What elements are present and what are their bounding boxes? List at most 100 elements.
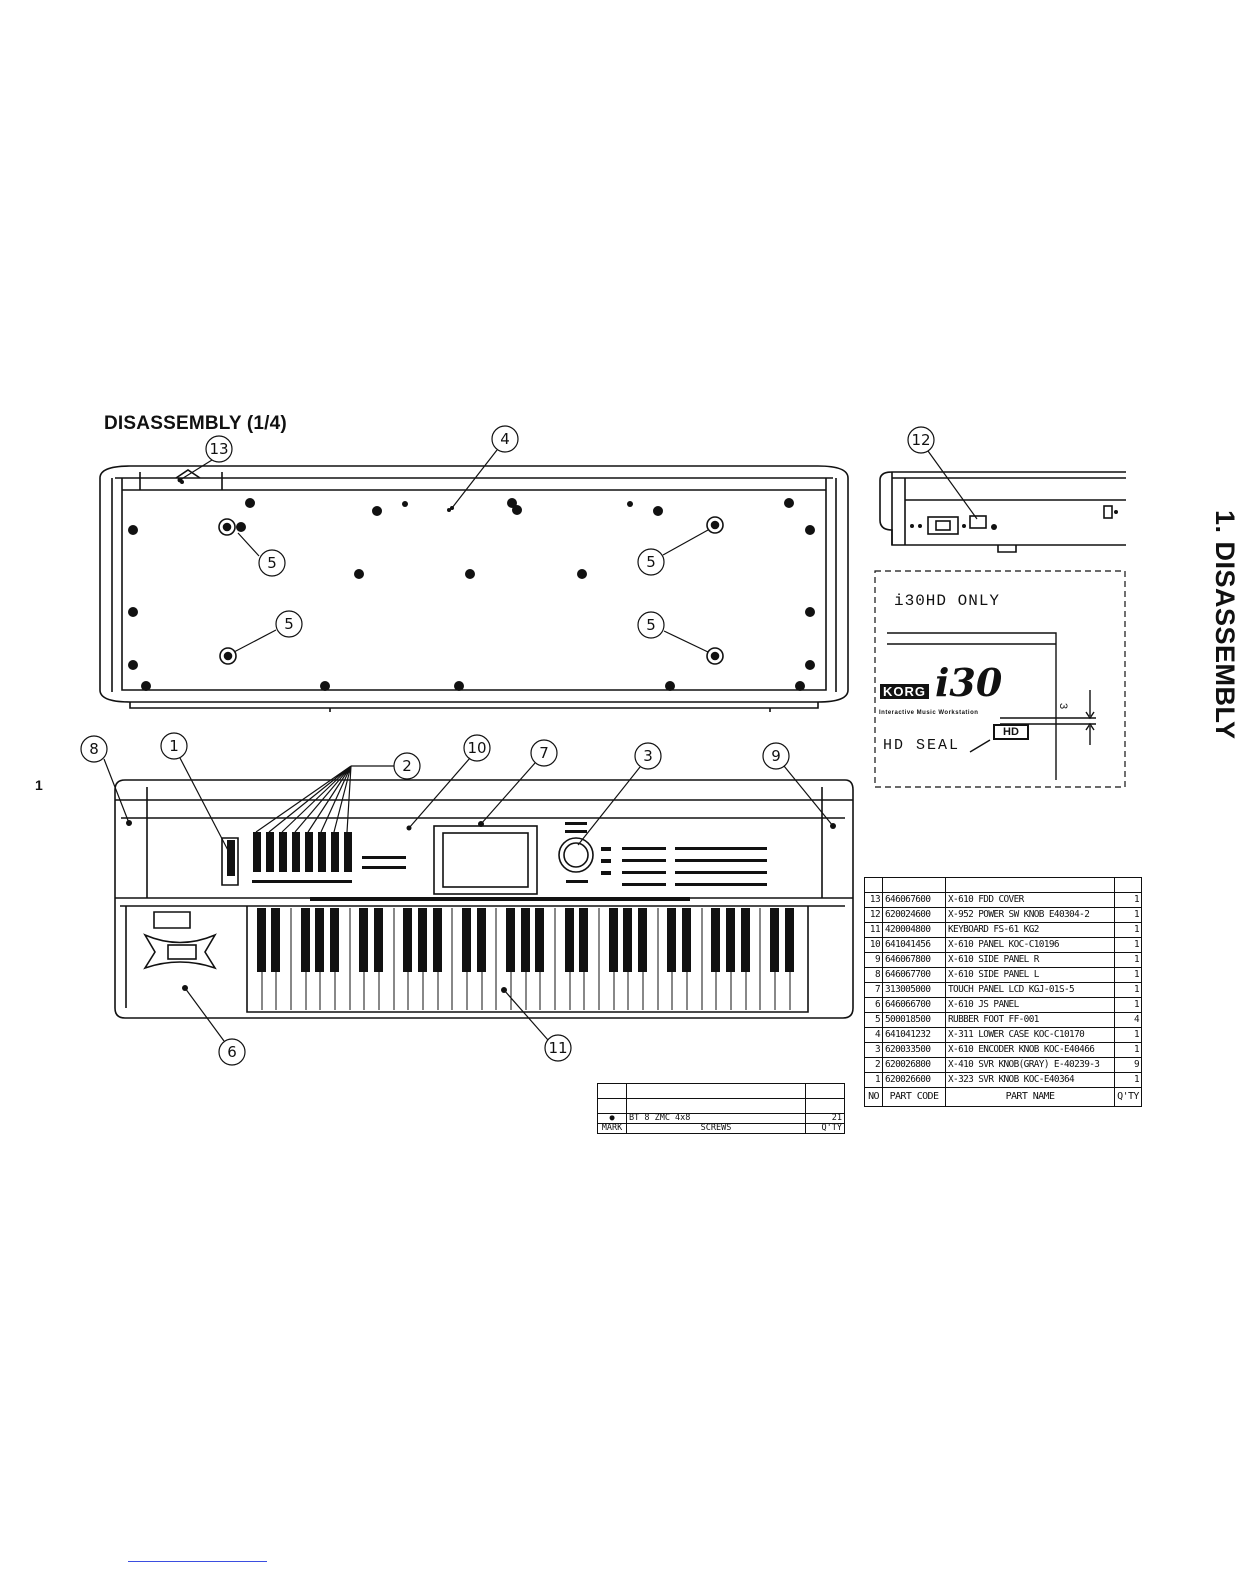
part-no: 3	[864, 1042, 883, 1058]
bottom-view-screws	[128, 480, 815, 691]
part-code: 641041232	[882, 1027, 946, 1043]
screw-mark: ●	[597, 1113, 627, 1124]
callout-11: 11	[548, 1039, 568, 1057]
screw-desc: BT 8 ZMC 4x8	[626, 1113, 806, 1124]
callout-12: 12	[911, 431, 931, 449]
margin-mark: 1	[35, 777, 43, 793]
part-qty: 1	[1114, 937, 1142, 953]
part-name: X-610 SIDE PANEL L	[945, 967, 1115, 983]
part-no: 12	[864, 907, 883, 923]
header-screws: SCREWS	[626, 1123, 806, 1134]
part-code: 500018500	[882, 1012, 946, 1028]
part-no: 6	[864, 997, 883, 1013]
table-row: ● BT 8 ZMC 4x8 21	[597, 1113, 845, 1124]
part-no: 4	[864, 1027, 883, 1043]
part-name: X-610 PANEL KOC-C10196	[945, 937, 1115, 953]
callout-6: 6	[227, 1043, 237, 1061]
part-code: 420004800	[882, 922, 946, 938]
part-no: 9	[864, 952, 883, 968]
part-name: X-323 SVR KNOB KOC-E40364	[945, 1072, 1115, 1088]
part-no: 11	[864, 922, 883, 938]
table-row	[597, 1098, 845, 1114]
dimension-label: 3	[1057, 702, 1070, 710]
slider-row	[227, 832, 352, 876]
part-name: X-610 SIDE PANEL R	[945, 952, 1115, 968]
bottom-view-lower-case	[99, 465, 849, 712]
part-qty: 1	[1114, 1042, 1142, 1058]
part-qty: 9	[1114, 1057, 1142, 1073]
callout-5b: 5	[284, 615, 294, 633]
table-row	[597, 1083, 845, 1099]
front-panel-buttons	[252, 822, 767, 901]
callout-leaders	[80, 425, 978, 1066]
part-name: X-311 LOWER CASE KOC-C10170	[945, 1027, 1115, 1043]
part-qty: 1	[1114, 1072, 1142, 1088]
hd-only-heading: i30HD ONLY	[894, 592, 1001, 610]
part-code: 646067600	[882, 892, 946, 908]
hd-seal-caption: HD SEAL	[883, 737, 961, 754]
part-no: 7	[864, 982, 883, 998]
callout-5a: 5	[267, 554, 277, 572]
callout-5d: 5	[646, 616, 656, 634]
korg-logo: KORG	[880, 684, 929, 699]
callout-13: 13	[209, 440, 229, 458]
part-name: KEYBOARD FS-61 KG2	[945, 922, 1115, 938]
keyboard-black-keys	[257, 908, 794, 972]
part-no: 2	[864, 1057, 883, 1073]
part-name: X-610 FDD COVER	[945, 892, 1115, 908]
part-qty: 1	[1114, 892, 1142, 908]
part-qty: 1	[1114, 997, 1142, 1013]
part-qty: 1	[1114, 982, 1142, 998]
header-no: NO	[864, 1087, 883, 1107]
part-no: 5	[864, 1012, 883, 1028]
logo-subtitle: Interactive Music Workstation	[879, 710, 979, 716]
header-qty: Q'TY	[1114, 1087, 1142, 1107]
part-code: 313005000	[882, 982, 946, 998]
table-header: MARK SCREWS Q'TY	[597, 1123, 845, 1134]
footer-link-underline	[128, 1561, 267, 1562]
header-qty: Q'TY	[805, 1123, 845, 1134]
callout-4: 4	[500, 430, 510, 448]
model-logo: i30	[935, 660, 1003, 705]
part-name: RUBBER FOOT FF-001	[945, 1012, 1115, 1028]
screws-table: ● BT 8 ZMC 4x8 21 MARK SCREWS Q'TY	[597, 1083, 845, 1134]
part-name: X-610 JS PANEL	[945, 997, 1115, 1013]
part-code: 620026800	[882, 1057, 946, 1073]
part-qty: 1	[1114, 922, 1142, 938]
callout-9: 9	[771, 747, 781, 765]
callout-5c: 5	[646, 553, 656, 571]
rubber-feet	[218, 516, 724, 665]
part-code: 646066700	[882, 997, 946, 1013]
hd-only-box	[874, 570, 1126, 788]
callout-3: 3	[643, 747, 653, 765]
part-name: TOUCH PANEL LCD KGJ-01S-5	[945, 982, 1115, 998]
part-name: X-610 ENCODER KNOB KOC-E40466	[945, 1042, 1115, 1058]
page-title: DISASSEMBLY (1/4)	[104, 413, 287, 434]
callout-7: 7	[539, 744, 549, 762]
part-name: X-952 POWER SW KNOB E40304-2	[945, 907, 1115, 923]
part-code: 646067800	[882, 952, 946, 968]
part-qty: 1	[1114, 907, 1142, 923]
part-code: 646067700	[882, 967, 946, 983]
part-qty: 4	[1114, 1012, 1142, 1028]
side-view-rear-panel	[879, 471, 1126, 553]
header-mark: MARK	[597, 1123, 627, 1134]
part-no: 10	[864, 937, 883, 953]
callout-10: 10	[467, 739, 487, 757]
part-no: 13	[864, 892, 883, 908]
callout-1: 1	[169, 737, 179, 755]
header-code: PART CODE	[882, 1087, 946, 1107]
screw-qty: 21	[805, 1113, 845, 1124]
